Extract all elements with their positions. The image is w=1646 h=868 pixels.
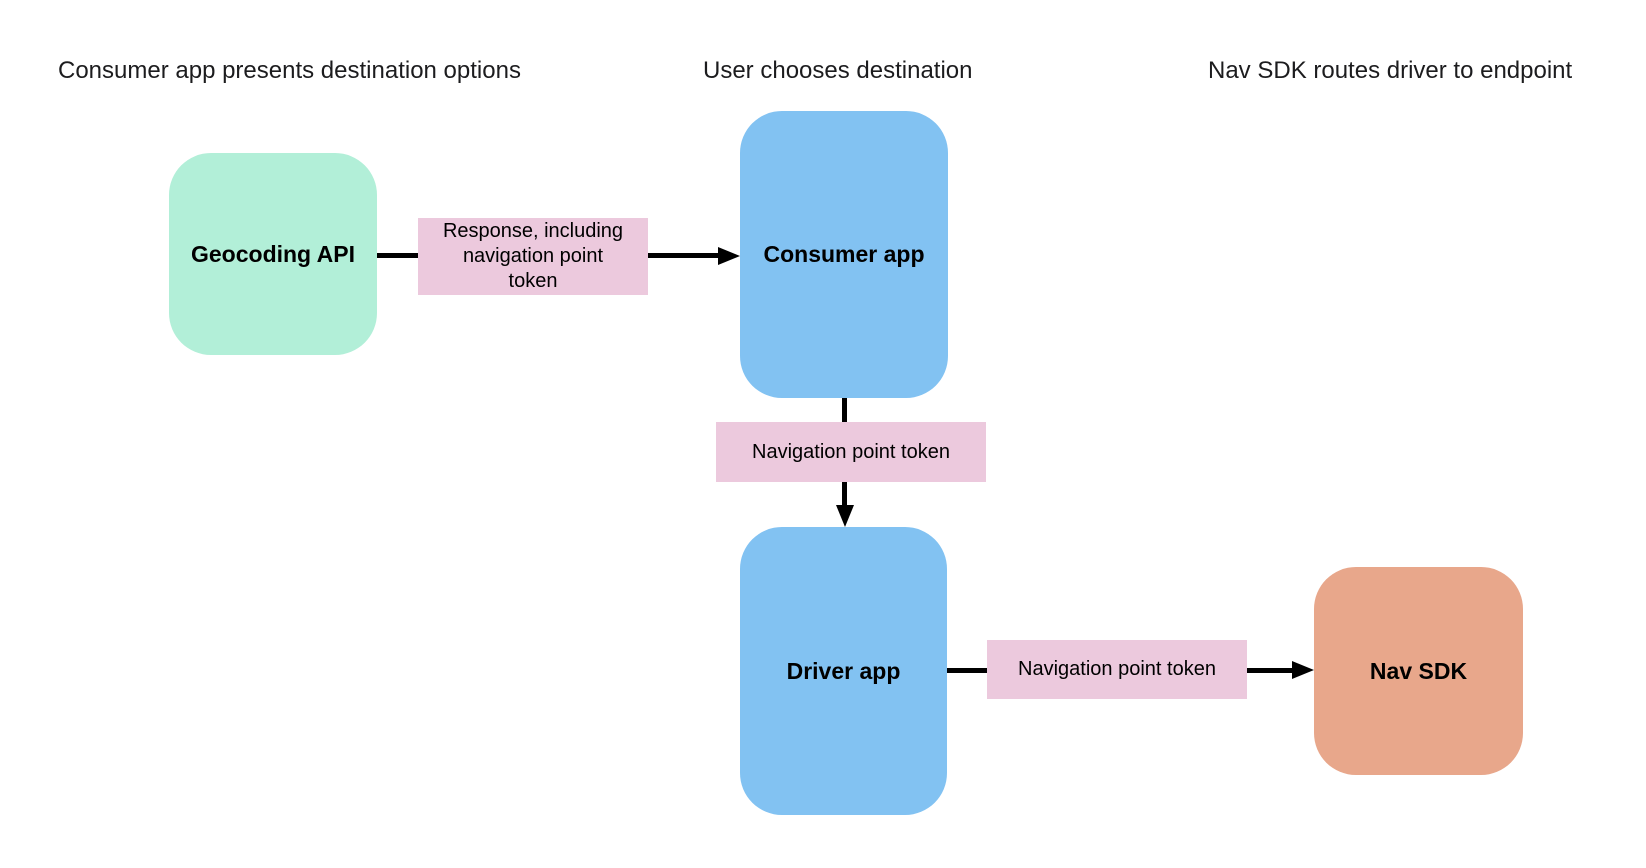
node-label-driver-app: Driver app [786,657,901,684]
column-header-consumer-presents: Consumer app presents destination option… [58,57,521,84]
arrowhead-down-icon [836,505,854,527]
column-header-user-chooses: User chooses destination [703,57,973,84]
node-label-geocoding-api: Geocoding API [191,240,355,267]
node-label-nav-sdk: Nav SDK [1369,657,1468,684]
edge-label-response-including-token: Response, including navigation point tok… [418,218,648,295]
arrowhead-right-icon [718,247,740,265]
column-header-nav-sdk-routes: Nav SDK routes driver to endpoint [1208,57,1573,84]
node-driver-app: Driver app [740,527,947,815]
node-label-consumer-app: Consumer app [763,241,925,267]
node-consumer-app: Consumer app [740,111,948,398]
node-nav-sdk: Nav SDK [1314,567,1523,775]
arrowhead-right-icon [1292,661,1314,679]
edge-label-navigation-point-token-horizontal: Navigation point token [987,640,1247,699]
edge-label-navigation-point-token-vertical: Navigation point token [716,422,986,482]
node-geocoding-api: Geocoding API [169,153,377,355]
